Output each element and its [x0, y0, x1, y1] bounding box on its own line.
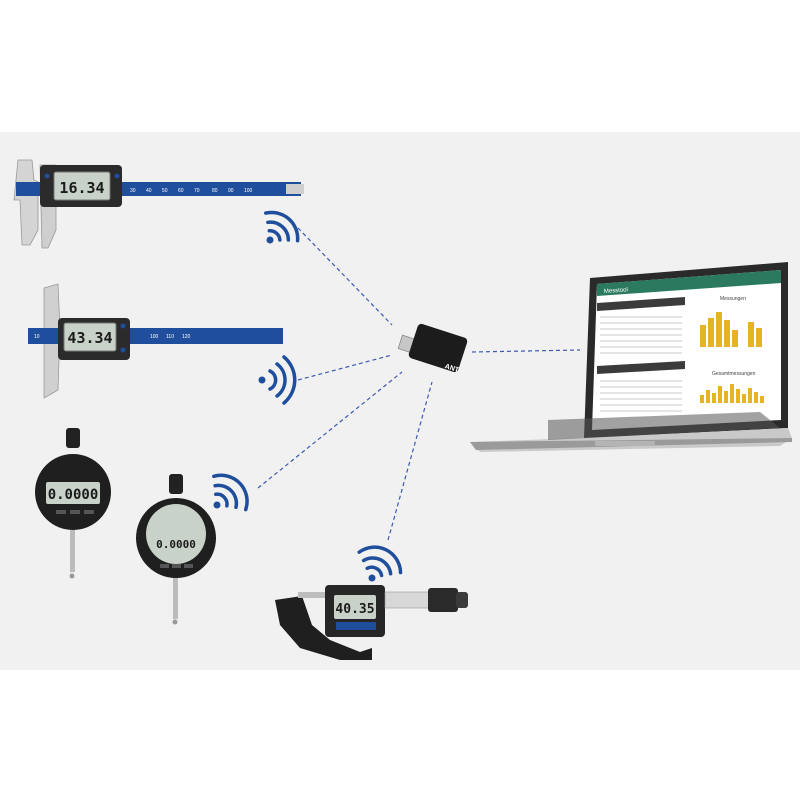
chart-bar	[706, 390, 710, 403]
wireless-signal-icon	[357, 545, 403, 582]
digital-indicator-left: 0.0000	[35, 428, 111, 579]
chart-bar	[732, 330, 738, 347]
chart-bar	[742, 394, 746, 403]
chart-top-title: Messungen	[720, 296, 746, 302]
caliper-display	[53, 171, 111, 201]
indicator-button[interactable]	[172, 564, 181, 568]
digital-indicator-right: 0.0000	[136, 474, 216, 625]
indicator-button[interactable]	[70, 510, 80, 514]
chart-bar	[754, 392, 758, 403]
receiver-body	[408, 323, 468, 373]
indicator-button[interactable]	[56, 510, 66, 514]
chart-bar	[748, 388, 752, 403]
indicator-tip	[172, 619, 178, 625]
chart-bar	[712, 393, 716, 403]
chart-bar	[724, 320, 730, 347]
chart-bar	[718, 386, 722, 403]
micrometer-sleeve	[384, 591, 431, 609]
indicator-dial-face	[146, 504, 206, 564]
indicator-right-reading: 0.0000	[156, 538, 196, 551]
indicator-display	[46, 482, 100, 504]
wireless-signal-icon	[264, 210, 300, 244]
link-indicators	[257, 371, 403, 489]
chart-bar	[716, 312, 722, 347]
svg-text:100: 100	[244, 188, 253, 194]
link-laptop	[471, 349, 581, 353]
svg-text:40: 40	[146, 188, 152, 194]
depth-gauge-reading: 43.34	[67, 329, 112, 347]
chart-bar	[756, 328, 762, 347]
chart-bar	[708, 318, 714, 347]
receiver-label: ANT	[444, 363, 461, 374]
svg-text:90: 90	[228, 188, 234, 194]
indicator-stem-top	[66, 428, 80, 448]
link-depth-gauge	[297, 354, 393, 381]
depth-gauge-display	[63, 322, 117, 352]
svg-text:30: 30	[130, 188, 136, 194]
digital-depth-gauge: 10 100 110 120 43.34	[28, 283, 283, 399]
caliper-jaw	[13, 159, 39, 246]
caliper-button[interactable]	[114, 173, 120, 179]
chart-bar	[700, 325, 706, 347]
svg-text:110: 110	[166, 334, 174, 340]
micrometer-ratchet[interactable]	[456, 592, 468, 608]
chart-bottom-title: Gesamtmessungen	[712, 371, 756, 377]
micrometer-anvil	[298, 592, 328, 598]
laptop: Messtool Messungen Gesamtmessungen	[470, 262, 792, 452]
chart-top-bars	[700, 312, 762, 347]
indicator-stem-bottom	[173, 575, 178, 619]
indicator-button[interactable]	[184, 564, 193, 568]
chart-bar	[760, 396, 764, 403]
micrometer-button-strip	[336, 622, 376, 630]
depth-gauge-scale: 10 100 110 120	[34, 334, 191, 340]
depth-gauge-button[interactable]	[120, 323, 126, 329]
chart-bar	[700, 395, 704, 403]
digital-caliper: 30 40 50 60 70 80 90 100 16.34	[13, 159, 304, 249]
svg-text:50: 50	[162, 188, 168, 194]
micrometer-display	[334, 595, 376, 619]
caliper-beam-tip	[286, 184, 304, 194]
indicator-left-reading: 0.0000	[48, 487, 99, 503]
micrometer-reading: 40.35	[335, 602, 374, 617]
wireless-receiver: ANT	[397, 323, 468, 374]
table-panel-header	[597, 361, 685, 374]
indicator-stem-top	[169, 474, 183, 494]
micrometer-thimble	[428, 588, 458, 612]
svg-text:10: 10	[34, 334, 40, 340]
chart-bar	[724, 391, 728, 403]
depth-gauge-button[interactable]	[120, 347, 126, 353]
table-panel-header	[597, 297, 685, 311]
micrometer-frame	[275, 596, 372, 660]
svg-text:120: 120	[182, 334, 191, 340]
laptop-keyboard	[548, 412, 780, 440]
svg-text:80: 80	[212, 188, 218, 194]
svg-text:100: 100	[150, 334, 159, 340]
connection-lines	[257, 227, 581, 541]
caliper-scale: 30 40 50 60 70 80 90 100	[130, 188, 253, 194]
chart-bar	[736, 389, 740, 403]
table-rows-bottom	[600, 380, 682, 412]
chart-bar	[748, 322, 754, 347]
app-title: Messtool	[604, 287, 628, 295]
indicator-button[interactable]	[160, 564, 169, 568]
indicator-stem-bottom	[70, 530, 75, 572]
table-rows-top	[600, 316, 682, 354]
svg-text:70: 70	[194, 188, 200, 194]
indicator-button[interactable]	[84, 510, 94, 514]
laptop-trackpad	[595, 441, 655, 446]
link-caliper	[297, 227, 393, 326]
indicator-tip	[69, 573, 75, 579]
chart-bar	[730, 384, 734, 403]
chart-bottom-bars	[700, 384, 764, 403]
wireless-signal-icon	[212, 473, 249, 512]
app-header	[597, 270, 781, 296]
link-micrometer	[387, 381, 433, 541]
wireless-signal-icon	[258, 355, 297, 405]
caliper-button[interactable]	[44, 173, 50, 179]
svg-text:60: 60	[178, 188, 184, 194]
digital-micrometer: 40.35	[275, 585, 468, 660]
caliper-reading: 16.34	[59, 179, 104, 197]
